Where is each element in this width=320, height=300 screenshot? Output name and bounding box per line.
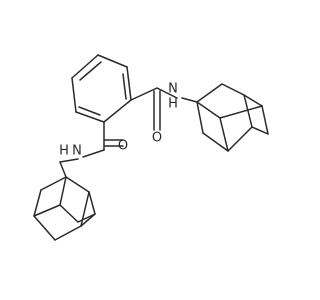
bond bbox=[219, 105, 263, 119]
bond bbox=[71, 54, 99, 79]
bond bbox=[33, 189, 42, 217]
bond bbox=[156, 87, 178, 99]
aromatic-inner-bond bbox=[78, 106, 101, 116]
bond bbox=[181, 97, 198, 103]
bond bbox=[97, 54, 128, 68]
upper-nitrogen-label: N bbox=[168, 82, 178, 97]
upper-amide-group: O N H bbox=[130, 82, 198, 146]
bond bbox=[59, 158, 79, 163]
aromatic-inner-bond bbox=[122, 73, 127, 100]
bond bbox=[219, 117, 229, 152]
upper-hydrogen-label: H bbox=[168, 97, 178, 112]
bond bbox=[71, 77, 77, 113]
structure-canvas: O N H O N H bbox=[33, 54, 269, 241]
bond bbox=[80, 213, 96, 227]
upper-oxygen-label: O bbox=[152, 131, 162, 146]
lower-amide-group: O N H bbox=[59, 121, 128, 178]
bond bbox=[82, 149, 105, 158]
lower-adamantyl-cage bbox=[33, 176, 96, 241]
bond bbox=[59, 161, 67, 178]
bond bbox=[221, 83, 245, 96]
bond bbox=[261, 105, 269, 135]
bond bbox=[33, 204, 61, 217]
bond bbox=[130, 87, 158, 101]
bond bbox=[54, 225, 82, 241]
bond bbox=[202, 132, 229, 152]
bond bbox=[243, 94, 263, 107]
aromatic-inner-bond bbox=[79, 61, 102, 81]
lower-oxygen-label: O bbox=[118, 139, 128, 154]
bond bbox=[196, 101, 221, 119]
bond bbox=[75, 111, 105, 123]
bond bbox=[65, 176, 90, 193]
bond bbox=[126, 66, 132, 101]
bond bbox=[196, 83, 223, 103]
bond bbox=[88, 191, 96, 215]
bond bbox=[40, 176, 67, 191]
bond bbox=[227, 126, 253, 152]
bond bbox=[33, 215, 56, 241]
lower-nitrogen-label: N bbox=[72, 144, 82, 159]
molecule-diagram: O N H O N H bbox=[33, 54, 269, 241]
bond bbox=[59, 204, 79, 223]
upper-adamantyl-cage bbox=[196, 83, 269, 152]
bond bbox=[196, 101, 204, 134]
benzene-ring bbox=[71, 54, 132, 123]
bond bbox=[103, 99, 132, 123]
bond bbox=[251, 126, 269, 135]
bond bbox=[59, 176, 67, 206]
bond bbox=[77, 213, 96, 223]
bond bbox=[243, 94, 253, 128]
lower-hydrogen-label: H bbox=[59, 144, 69, 159]
